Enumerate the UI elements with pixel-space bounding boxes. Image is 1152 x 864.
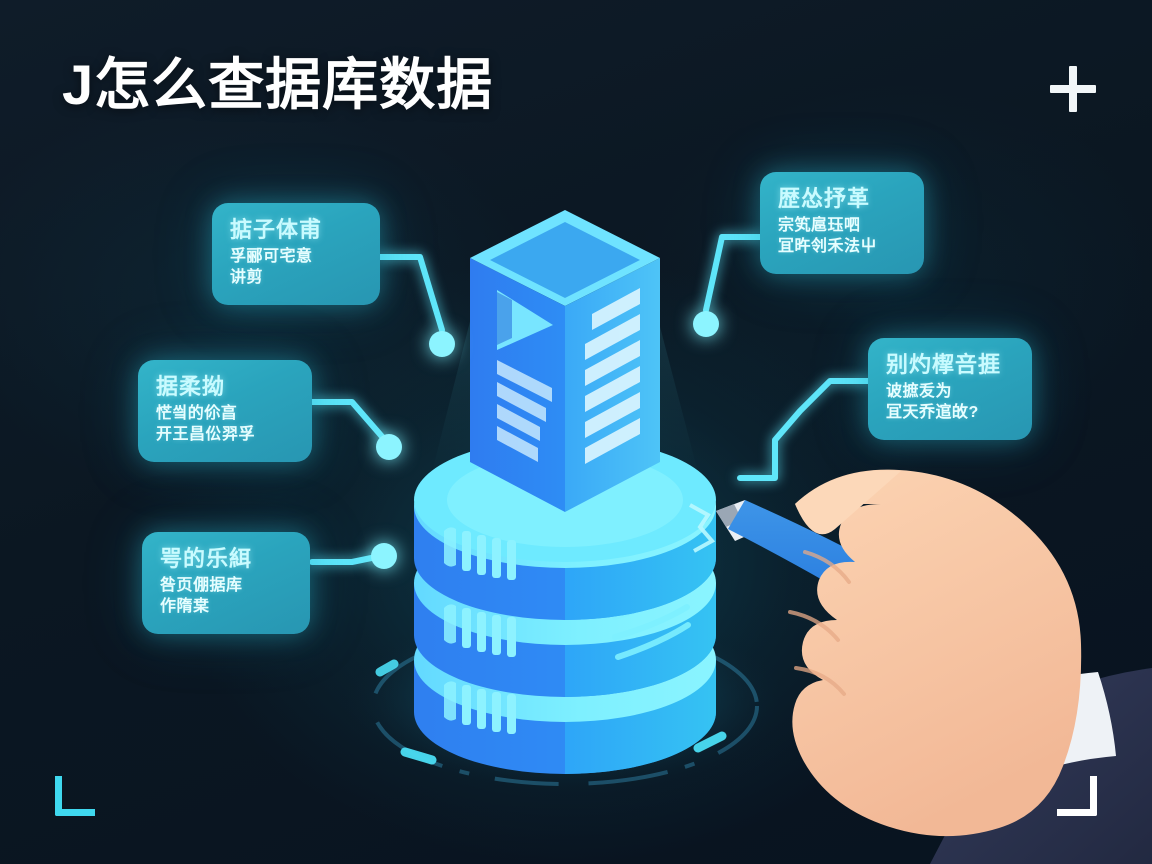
callout-line: 咎页倗据库 (160, 577, 243, 595)
callout-line: 诐摭叐为 (886, 383, 953, 401)
callout-top-left[interactable]: 掂子体甫 孚郦可宅意 讲剪 (212, 203, 380, 305)
callout-top-right[interactable]: 歴怂抒革 宗笂扈珏呬 冝旿刢禾法屮 (760, 172, 924, 274)
callout-line: 恾씤的伱亯 (156, 405, 238, 423)
callout-mid-left[interactable]: 据柔拗 恾씤的伱亯 开王昌伀羿孚 (138, 360, 312, 462)
plus-icon[interactable] (1046, 62, 1100, 116)
callout-title: 咢的乐䋙 (160, 546, 253, 571)
callout-title: 据柔拗 (156, 374, 226, 399)
callout-title: 掂子体甫 (230, 217, 323, 242)
connector-1 (309, 399, 388, 443)
callout-line: 作隋枽 (160, 598, 210, 616)
page-title: J怎么查据库数据 (62, 53, 494, 116)
corner-bracket-bottom-left (55, 776, 95, 816)
connector-node-3 (693, 311, 719, 337)
corner-bracket-bottom-right (1057, 776, 1097, 816)
index-finger (795, 470, 901, 535)
connector-node-1 (376, 434, 402, 460)
connector-node-2 (371, 543, 397, 569)
callout-line: 讲剪 (230, 269, 264, 287)
led-row-bottom (444, 681, 516, 734)
led-row-top (444, 527, 516, 580)
connector-3 (703, 234, 763, 313)
cursor-notch (689, 503, 716, 553)
callout-title: 别灼㮮咅捱 (886, 352, 1002, 377)
callout-line: 宗笂扈珏呬 (778, 217, 861, 235)
tower-left-lines (497, 360, 552, 462)
connector-4 (737, 378, 871, 481)
connector-node-0 (429, 331, 455, 357)
glow-ring (371, 626, 759, 786)
callout-title: 歴怂抒革 (778, 186, 871, 211)
led-row-middle (444, 604, 516, 657)
callout-line: 孚郦可宅意 (230, 248, 313, 266)
server-tower (470, 210, 660, 512)
callout-bottom-left[interactable]: 咢的乐䋙 咎页倗据库 作隋枽 (142, 532, 310, 634)
tower-right-lines (585, 288, 640, 464)
knuckle-lines (788, 550, 851, 696)
callout-line: 冝旿刢禾法屮 (778, 238, 878, 256)
hand (788, 469, 1082, 837)
callout-line: 冝天乔逭敀? (886, 404, 979, 422)
callout-mid-right[interactable]: 别灼㮮咅捱 诐摭叐为 冝天乔逭敀? (868, 338, 1032, 440)
callout-line: 开王昌伀羿孚 (156, 426, 256, 444)
connector-0 (377, 254, 445, 333)
